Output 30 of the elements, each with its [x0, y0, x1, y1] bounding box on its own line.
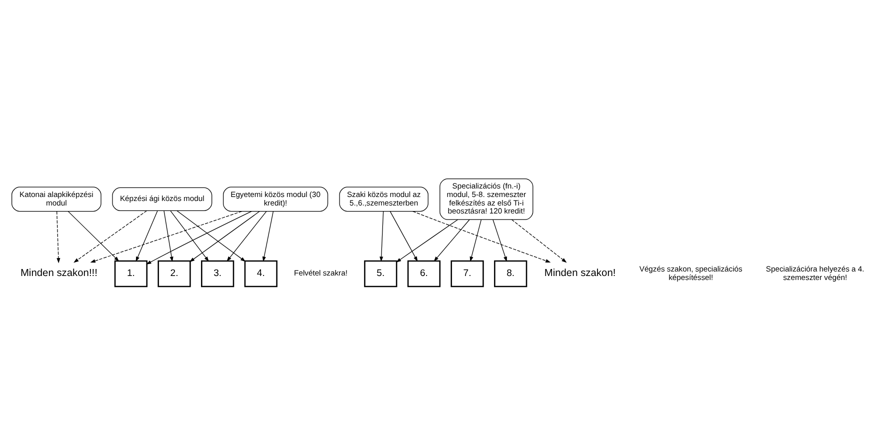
- arrow: [469, 219, 482, 262]
- arrow: [170, 210, 208, 262]
- node-text: Minden szakon!: [544, 268, 616, 280]
- arrow: [412, 211, 550, 263]
- node-box: 8.: [494, 260, 527, 288]
- arrow: [146, 211, 252, 264]
- node-box: 4.: [244, 260, 277, 288]
- arrow: [135, 210, 158, 262]
- arrow: [163, 210, 173, 262]
- node-box: 3.: [200, 260, 234, 288]
- arrow: [226, 211, 266, 262]
- arrow: [176, 210, 246, 262]
- node-box: 6.: [406, 260, 440, 288]
- node-box: 5.: [364, 260, 397, 288]
- arrow: [510, 219, 566, 263]
- arrow: [90, 211, 242, 263]
- arrow: [188, 211, 260, 262]
- arrow: [67, 211, 119, 262]
- node-text: Minden szakon!!!: [20, 268, 97, 280]
- arrow: [379, 211, 384, 262]
- node-box: 2.: [157, 260, 190, 288]
- arrow: [262, 211, 274, 262]
- node-box: 1.: [114, 260, 147, 288]
- arrow: [492, 219, 506, 262]
- node-box: 7.: [450, 260, 484, 288]
- arrow: [389, 211, 418, 262]
- arrow: [433, 219, 470, 262]
- arrow: [396, 219, 458, 262]
- arrow: [73, 210, 147, 263]
- arrow: [56, 211, 60, 264]
